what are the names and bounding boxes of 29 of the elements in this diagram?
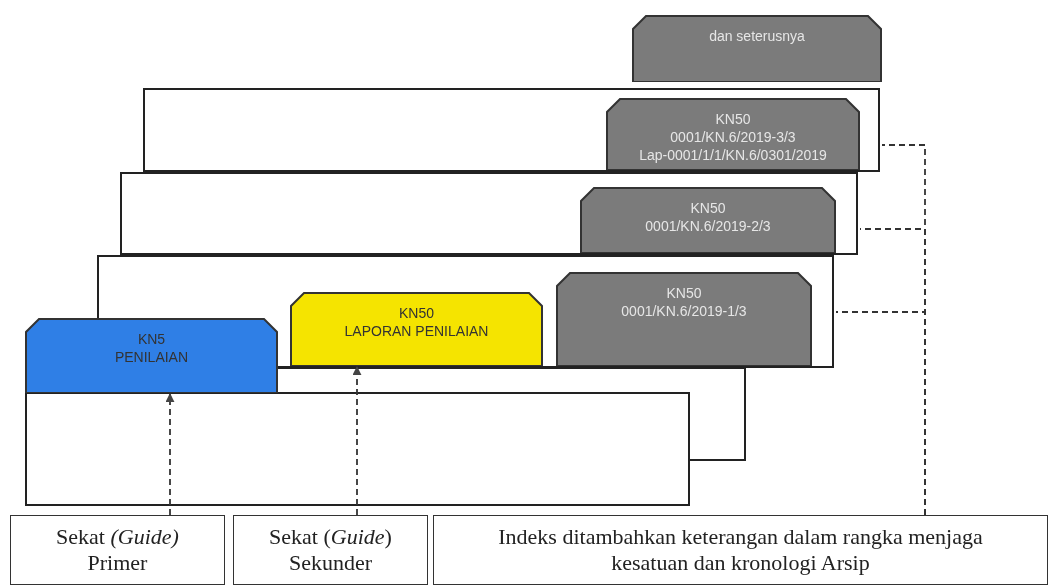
folder-outline [143,88,880,172]
folder-tab [290,292,543,366]
tab-label: PENILAIAN [114,348,189,366]
tab-label: KN50 [715,110,751,128]
folder-tab [580,187,836,253]
tab-label: KN50 [399,304,434,322]
caption-box [433,515,1048,585]
caption-text: Sekat (Guide) Sekunder [268,524,393,576]
tab-label: Lap-0001/1/1/KN.6/0301/2019 [639,146,827,164]
dashed-connector [835,311,926,516]
tab-label: KN50 [690,199,726,217]
tab-label: dan seterusnya [709,27,805,45]
tab-label: KN50 [666,284,702,302]
folder-outline [120,172,858,255]
caption-text: Sekat (Guide) Primer [55,524,180,576]
caption-text: Indeks ditambahkan keterangan dalam rangka menjaga kesatuan dan kronologi Arsip [497,524,984,576]
tab-label: 0001/KN.6/2019-3/3 [670,128,796,146]
folder-tab [25,318,278,393]
folder-tab [556,272,812,366]
folder-tab [606,98,860,170]
tab-label: LAPORAN PENILAIAN [344,322,489,340]
tab-label: 0001/KN.6/2019-2/3 [645,217,771,235]
arrow [352,366,362,516]
tab-label: KN5 [137,330,166,348]
folder-tab [632,15,882,82]
tab-label: 0001/KN.6/2019-1/3 [621,302,747,320]
arrow [165,393,175,516]
caption-box [233,515,428,585]
caption-box [10,515,225,585]
